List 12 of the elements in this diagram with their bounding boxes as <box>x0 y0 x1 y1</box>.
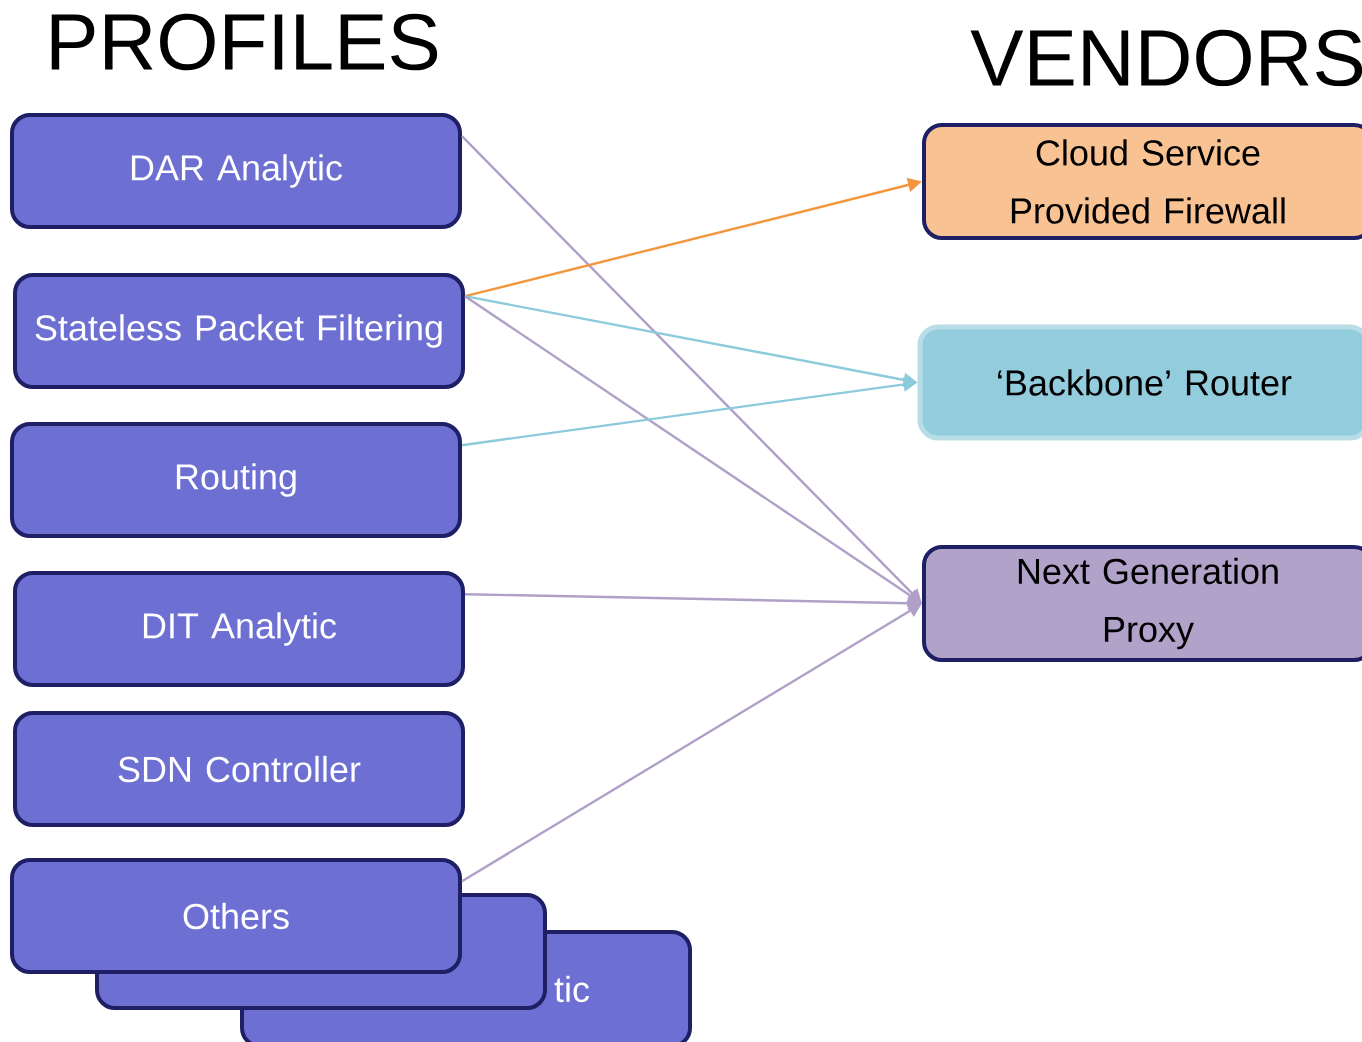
node-label: tic <box>554 975 590 1003</box>
vendor-box: ‘Backbone’ Router <box>917 324 1362 441</box>
vendor-box: Cloud Service Provided Firewall <box>922 123 1362 240</box>
profile-box: Others <box>10 858 462 974</box>
heading: VENDORS <box>970 29 1362 87</box>
profile-box: DAR Analytic <box>10 113 462 229</box>
heading: PROFILES <box>51 13 438 71</box>
profile-box: SDN Controller <box>13 711 465 827</box>
profile-box: Routing <box>10 422 462 538</box>
vendor-box: Next Generation Proxy <box>922 545 1362 662</box>
profile-box: Stateless Packet Filtering <box>13 273 465 389</box>
profile-box: DIT Analytic <box>13 571 465 687</box>
